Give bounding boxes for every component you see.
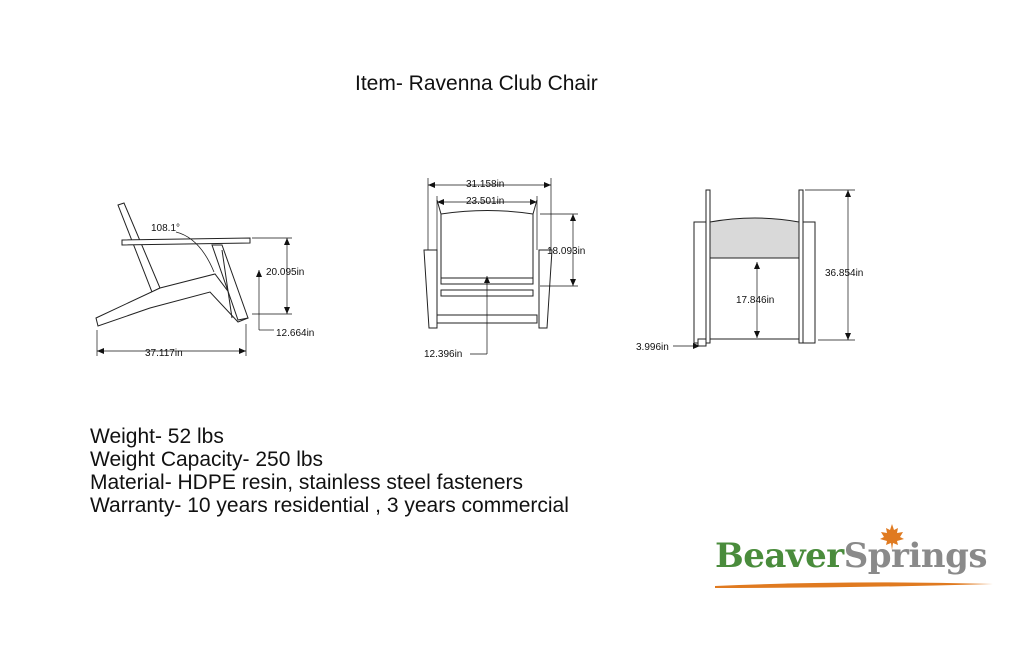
- side-view: [95, 202, 251, 327]
- spec-weight: Weight- 52 lbs: [90, 425, 224, 448]
- logo-swoosh: [715, 582, 993, 588]
- front-seat-height-label: 12.396in: [424, 349, 462, 360]
- back-view-arrows: [693, 190, 851, 349]
- front-view-dimensions: [427, 178, 578, 355]
- side-view-arrows: [97, 238, 290, 354]
- front-back-height-label: 18.093in: [547, 246, 585, 257]
- page-title: Item- Ravenna Club Chair: [355, 72, 598, 95]
- beaver-springs-logo: BeaverSprings: [715, 522, 995, 592]
- spec-list: Weight- 52 lbs Weight Capacity- 250 lbs …: [90, 425, 569, 517]
- logo-word-beaver: Beaver: [715, 536, 844, 576]
- spec-warranty: Warranty- 10 years residential , 3 years…: [90, 494, 569, 517]
- back-overall-height-label: 36.854in: [825, 268, 863, 279]
- logo-word-springs: Springs: [843, 536, 988, 576]
- spec-capacity: Weight Capacity- 250 lbs: [90, 448, 324, 471]
- front-width-label: 31.158in: [466, 179, 504, 190]
- side-length-label: 37.117in: [145, 348, 183, 359]
- back-view: [693, 189, 816, 347]
- side-angle-label: 108.1°: [151, 223, 180, 234]
- spec-material: Material- HDPE resin, stainless steel fa…: [90, 471, 523, 494]
- front-view-arrows: [428, 182, 576, 286]
- back-leg-label: 3.996in: [636, 342, 669, 353]
- maple-leaf-icon: [880, 524, 904, 550]
- side-view-dimensions: [96, 237, 292, 356]
- back-seat-height-label: 17.846in: [736, 295, 774, 306]
- front-seat-width-label: 23.501in: [466, 196, 504, 207]
- side-height-label: 20.095in: [266, 267, 304, 278]
- side-depth-label: 12.664in: [276, 328, 314, 339]
- front-view: [423, 199, 553, 329]
